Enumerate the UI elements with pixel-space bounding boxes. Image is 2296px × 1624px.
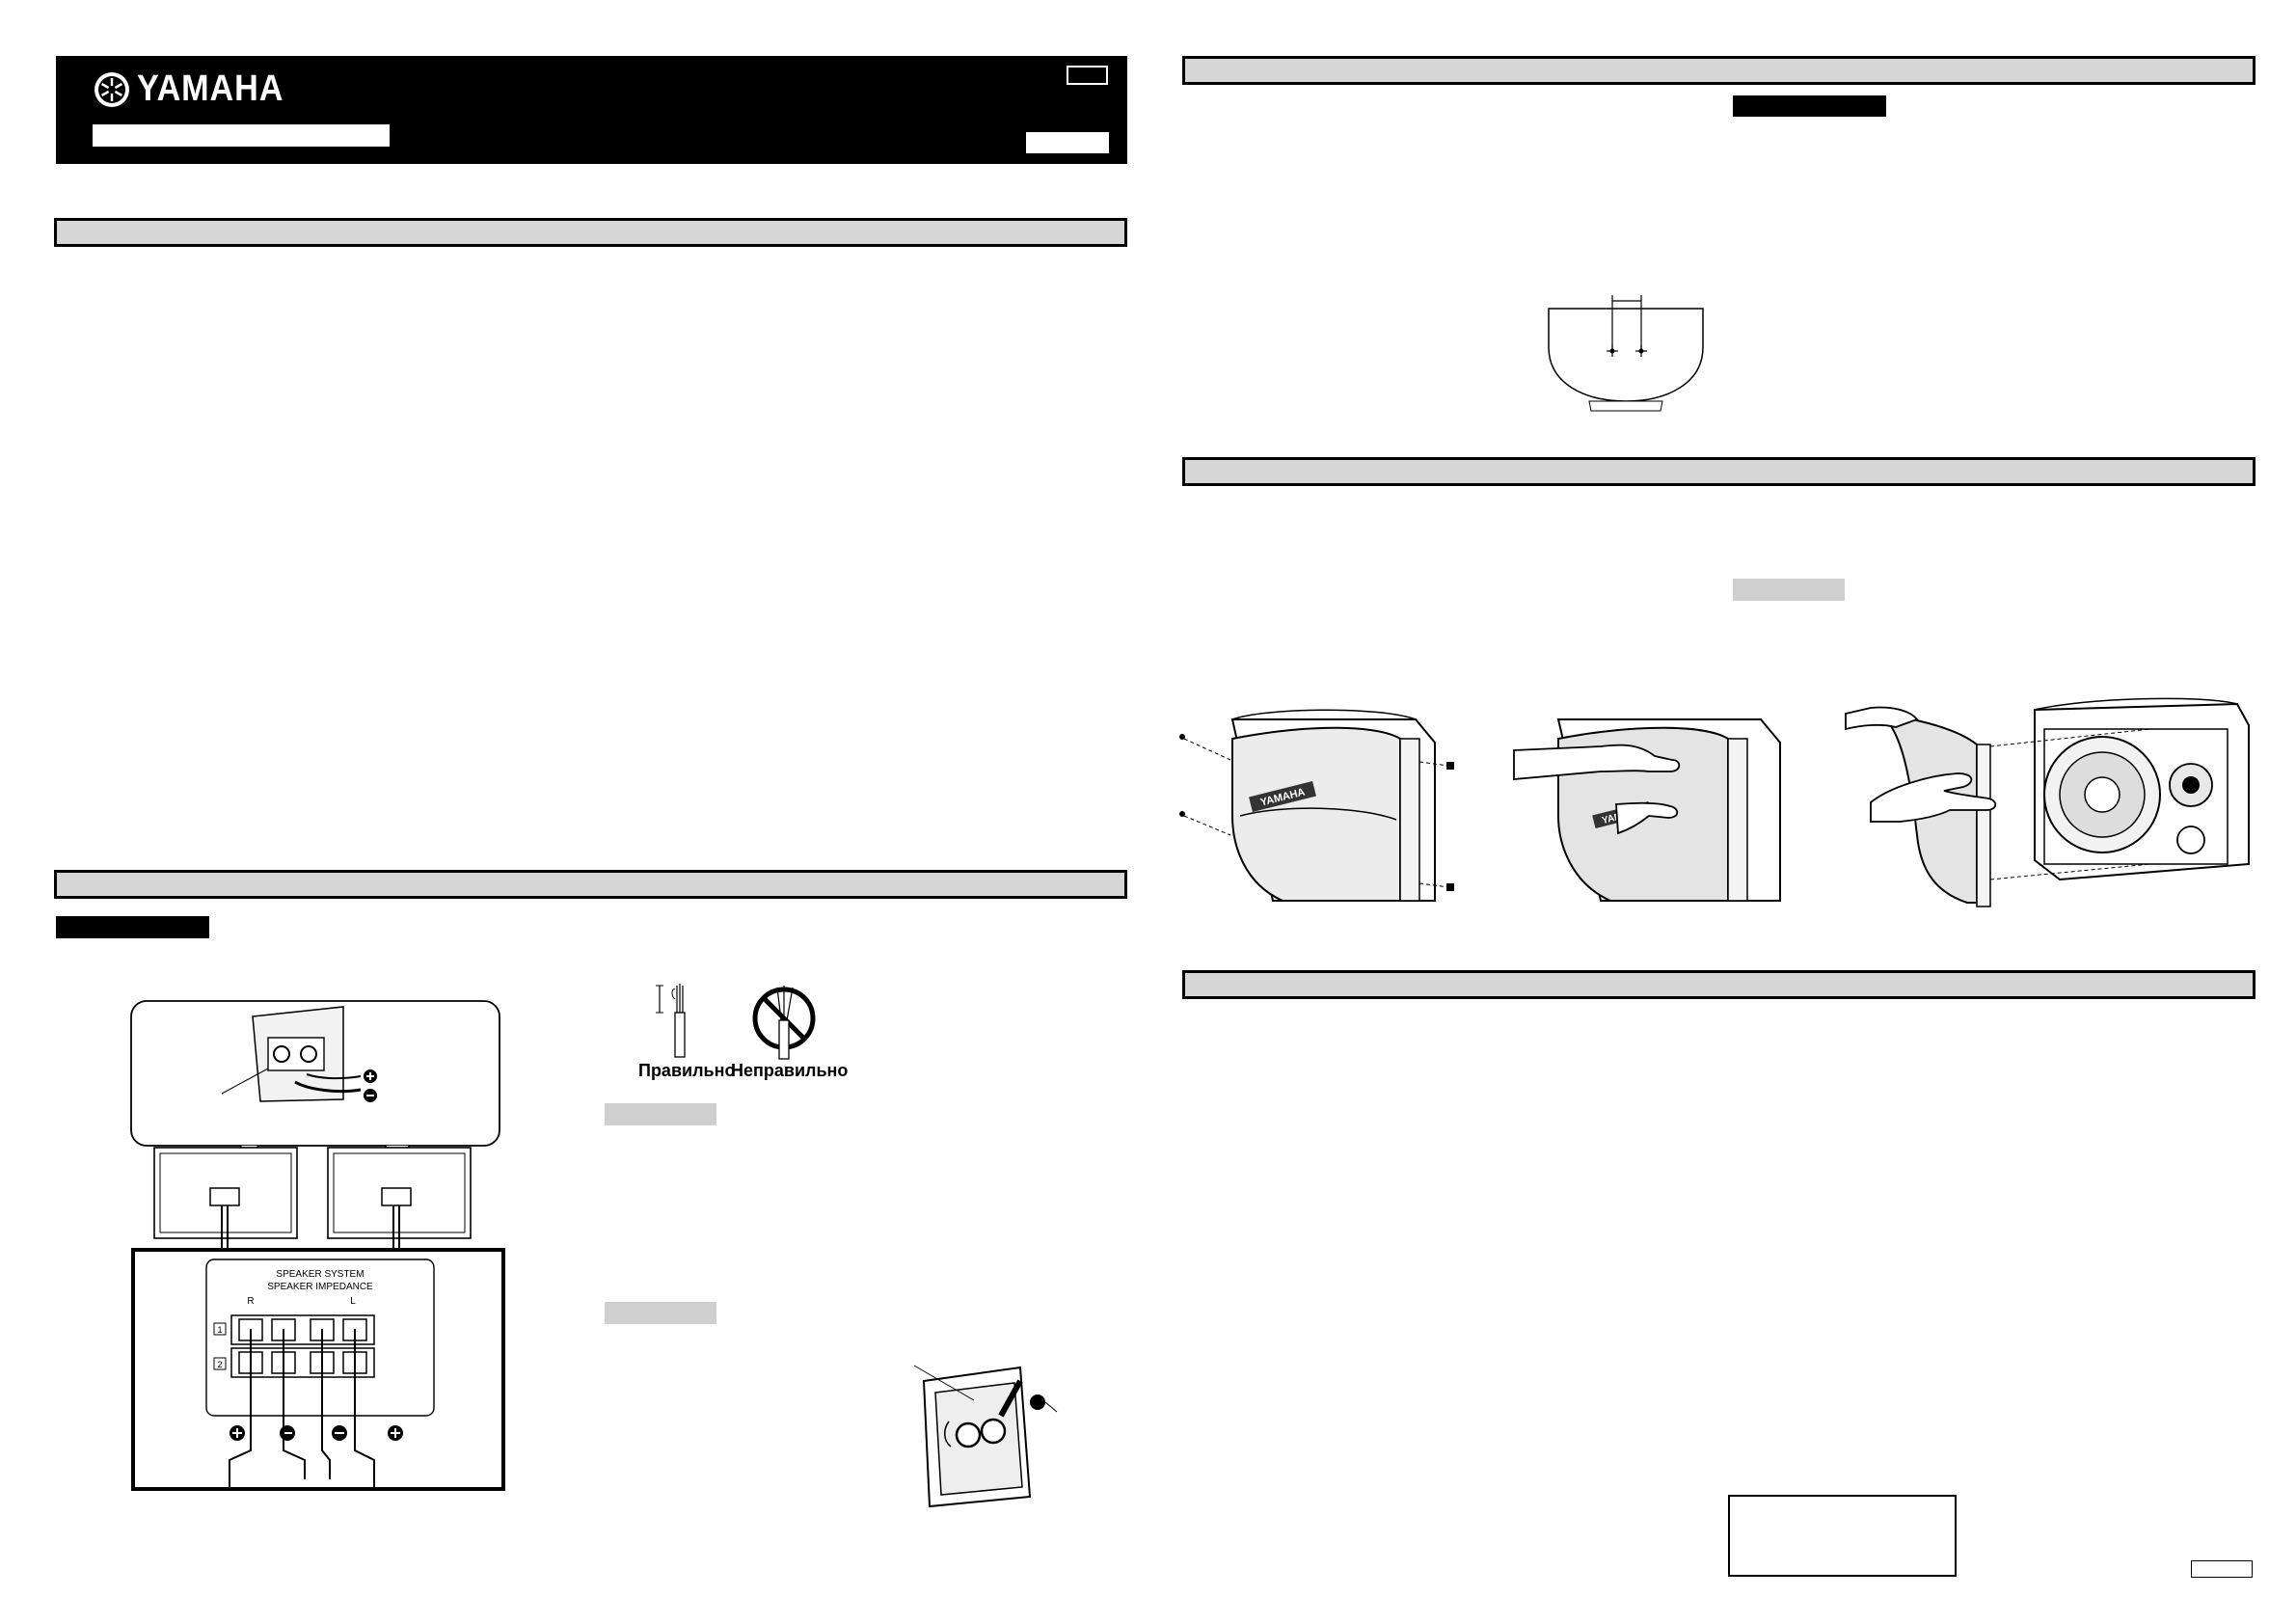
grille-removal-step3 (1845, 697, 2250, 907)
section-bar-connections (54, 870, 1127, 899)
wire-strip-correct-illustration (656, 984, 686, 1058)
minus-terminal-icon (332, 1425, 347, 1441)
model-name-box (93, 124, 390, 147)
speaker-connection-diagram: SPEAKER SYSTEM SPEAKER IMPEDANCE R L 1 2 (130, 1000, 505, 1491)
yamaha-emblem-icon (95, 72, 129, 107)
prohibited-icon (752, 986, 816, 1060)
brand-logo: YAMAHA (137, 68, 284, 109)
incorrect-label: Неправильно (731, 1061, 849, 1080)
section-bar-grille (1182, 457, 2255, 486)
channel-label-left: L (350, 1296, 356, 1307)
panel-title-1: SPEAKER SYSTEM (276, 1269, 364, 1280)
plus-terminal-icon (388, 1425, 403, 1441)
plus-terminal-icon (230, 1425, 245, 1441)
grille-removal-step2: YAMAHA (1513, 718, 1781, 902)
minus-terminal-icon (364, 1089, 377, 1102)
note-label-grille (1733, 579, 1845, 601)
hand-icon (1845, 706, 1919, 731)
note-label-wire (605, 1103, 716, 1125)
section-bar-precautions (54, 218, 1127, 247)
note-label-terminal (605, 1302, 716, 1324)
subheading-connections (56, 916, 209, 938)
subheading-mounting (1733, 95, 1886, 117)
section-bar-specifications (1182, 970, 2255, 999)
bass-port-icon (2176, 826, 2205, 854)
mounting-hole-diagram (1548, 295, 1704, 412)
correct-label: Правильно (638, 1061, 736, 1080)
grille-removal-step1: YAMAHA (1179, 709, 1454, 902)
screw-icon (1179, 734, 1185, 740)
speaker-terminal-detail (913, 1365, 1058, 1508)
speaker-wire (221, 1205, 400, 1489)
plus-terminal-icon (364, 1069, 377, 1083)
header-banner: YAMAHA (56, 56, 1127, 164)
panel-title-2: SPEAKER IMPEDANCE (267, 1282, 373, 1292)
knob-icon (1030, 1394, 1045, 1410)
page-code-box (2191, 1560, 2253, 1578)
row-label-1: 1 (217, 1325, 222, 1335)
minus-terminal-icon (280, 1425, 295, 1441)
language-tag-box (1067, 66, 1108, 85)
code-box (1026, 132, 1109, 153)
hand-icon (1513, 744, 1681, 780)
row-label-2: 2 (217, 1360, 222, 1369)
address-box (1728, 1495, 1957, 1577)
channel-label-right: R (247, 1296, 254, 1307)
section-bar-mounting (1182, 56, 2255, 85)
